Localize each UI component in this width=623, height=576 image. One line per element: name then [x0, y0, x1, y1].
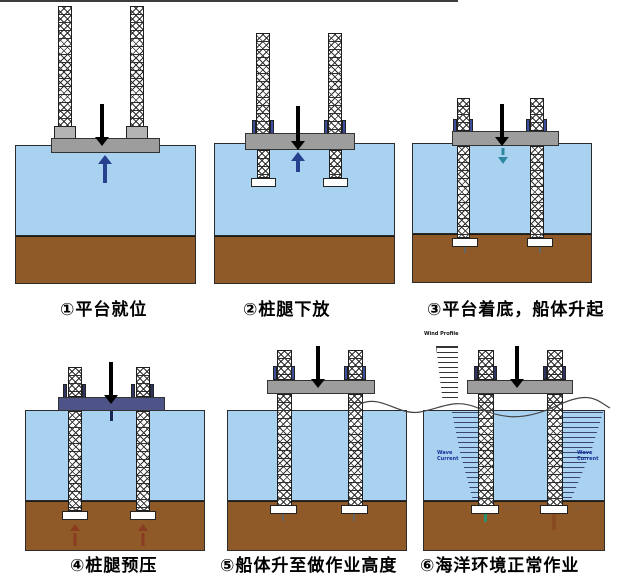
spudcan-footing: [527, 238, 553, 247]
water-4: [25, 410, 205, 501]
lattice-leg-below-hull: [136, 411, 150, 511]
footing-pin: [464, 247, 466, 253]
lattice-leg-below-hull: [547, 394, 563, 511]
seabed-1: [15, 236, 196, 284]
spudcan-footing: [130, 511, 156, 520]
weight-arrow-icon: [510, 346, 524, 388]
soil-reaction-arrow-icon: [137, 524, 149, 546]
caption-2: ②桩腿下放: [243, 300, 331, 320]
lattice-leg: [530, 98, 544, 131]
lattice-leg: [348, 350, 363, 380]
seabed-3: [412, 234, 592, 283]
lattice-leg: [547, 350, 563, 380]
spudcan-footing: [471, 505, 499, 514]
wave-surface-line: [359, 397, 611, 418]
jackhouse-side: [362, 366, 366, 380]
caption-6: ⑥海洋环境正常作业: [420, 556, 580, 576]
footing-pin: [353, 514, 355, 521]
lattice-leg-below-hull: [457, 146, 470, 238]
seabed-5: [227, 501, 407, 551]
panel-4-leg-preloading: ④桩腿预压: [0, 322, 208, 576]
spudcan-footing: [270, 505, 297, 514]
seabed-4: [25, 501, 205, 551]
buoyancy-arrow-icon: [98, 155, 112, 183]
base-shear-arrow-icon: [572, 504, 592, 512]
jackhouse-side: [474, 366, 478, 380]
weight-arrow-icon: [291, 106, 305, 150]
jackhouse-side: [543, 366, 547, 380]
spudcan-footing: [251, 178, 276, 187]
settling-arrow-icon: [498, 148, 508, 164]
panel-3-legs-touch-bottom: ③平台着底，船体升起: [410, 0, 623, 322]
jackhouse-side: [562, 366, 566, 380]
footing-pin: [484, 514, 487, 522]
preload-weight-arrow-icon: [104, 362, 118, 404]
caption-5: ⑤船体升至做作业高度: [220, 556, 398, 576]
soil-reaction-arrow-icon: [69, 524, 81, 546]
lattice-leg: [68, 367, 82, 397]
base-shear-arrow-icon: [502, 504, 522, 512]
lattice-leg: [277, 350, 292, 380]
lattice-leg-below-hull: [68, 411, 82, 511]
spudcan-footing: [341, 505, 368, 514]
spudcan-footing: [323, 178, 348, 187]
lattice-leg: [58, 6, 72, 138]
lattice-leg-below-hull: [478, 394, 494, 511]
buoyancy-arrow-icon: [291, 152, 305, 172]
current-label-right: Wave Current: [577, 450, 599, 462]
spudcan-footing: [452, 238, 478, 247]
spudcan-footing: [540, 505, 568, 514]
spudcan-footing: [62, 511, 88, 520]
lattice-leg: [136, 367, 150, 397]
seabed-2: [214, 236, 395, 284]
jackhouse-side: [82, 384, 86, 398]
weight-arrow-icon: [495, 104, 509, 146]
jackhouse-side: [493, 366, 497, 380]
panel-1-platform-in-position: ①平台就位: [0, 0, 208, 322]
lattice-leg: [457, 98, 470, 131]
jackhouse-side: [150, 384, 154, 398]
lattice-leg-below-hull: [277, 394, 292, 511]
panel-5-hull-raised: ⑤船体升至做作业高度: [205, 322, 410, 576]
draft-mark: [110, 411, 113, 421]
weight-arrow-icon: [95, 104, 109, 146]
footing-pin: [282, 514, 284, 521]
current-label-left: Wave Current: [437, 450, 459, 462]
lattice-leg-below-hull: [257, 150, 270, 178]
lattice-leg: [130, 6, 144, 138]
weight-arrow-icon: [311, 346, 325, 388]
caption-4: ④桩腿预压: [70, 556, 158, 576]
panel-2-legs-lowering: ②桩腿下放: [208, 0, 410, 322]
jackhouse-side: [291, 366, 295, 380]
lattice-leg: [478, 350, 494, 380]
lattice-leg-below-hull: [530, 146, 544, 238]
jackhouse-side: [344, 366, 348, 380]
lattice-leg: [328, 33, 342, 135]
wind-profile-label: Wind Profile: [424, 331, 459, 337]
jackhouse-side: [131, 384, 135, 398]
footing-pin: [539, 247, 541, 253]
cropped-top-rule: [0, 0, 458, 2]
footing-pile: [552, 514, 556, 530]
lattice-leg-below-hull: [348, 394, 363, 511]
caption-3: ③平台着底，船体升起: [427, 300, 605, 320]
jackhouse-side: [63, 384, 67, 398]
lattice-leg-below-hull: [329, 150, 342, 178]
caption-1: ①平台就位: [60, 300, 148, 320]
panel-6-normal-operation: Wind Profile Wave Current Wave Current ⑥…: [410, 322, 623, 576]
jackhouse-side: [273, 366, 277, 380]
lattice-leg: [256, 33, 270, 135]
water-5: [227, 410, 407, 501]
